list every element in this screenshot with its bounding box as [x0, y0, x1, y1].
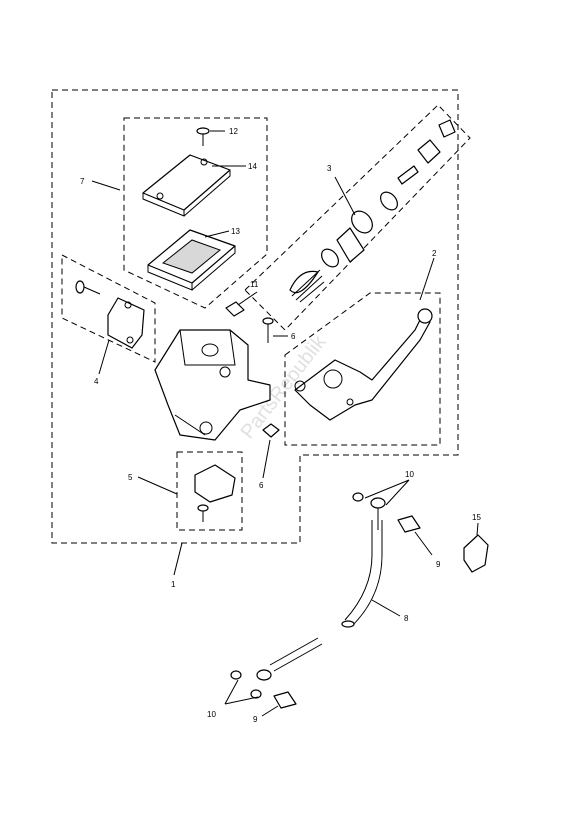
pivot-nut-icon	[262, 423, 280, 438]
master-cylinder-body-icon	[154, 329, 271, 441]
callout-13: 13	[231, 227, 240, 236]
callout-12: 12	[229, 127, 238, 136]
reservoir-cap-screw-icon	[196, 127, 210, 146]
callout-15: 15	[472, 513, 481, 522]
callout-3: 3	[327, 164, 332, 173]
reservoir-cap-icon	[142, 154, 231, 217]
callout-5: 5	[128, 473, 133, 482]
callout-14: 14	[248, 162, 257, 171]
brake-lever-icon	[294, 308, 433, 421]
banjo-bolt-lower-icon	[273, 691, 297, 709]
callout-8: 8	[404, 614, 409, 623]
callout-6a: 6	[291, 332, 296, 341]
callout-9a: 9	[436, 560, 441, 569]
clamp-kit-outline	[61, 254, 156, 363]
bleed-nipple-cap-icon	[463, 534, 489, 573]
callout-2: 2	[432, 249, 437, 258]
callout-10b: 10	[207, 710, 216, 719]
callout-7: 7	[80, 177, 85, 186]
leader-lines	[91, 130, 479, 717]
piston-kit-outline	[244, 104, 471, 331]
lever-kit-outline	[284, 292, 441, 446]
assembly-outline	[51, 89, 459, 544]
callout-6b: 6	[259, 481, 264, 490]
pivot-bolt-icon	[262, 317, 274, 343]
callout-4: 4	[94, 377, 99, 386]
callout-1: 1	[171, 580, 176, 589]
callout-10a: 10	[405, 470, 414, 479]
cap-kit-outline	[123, 117, 268, 309]
piston-kit-icon	[289, 119, 456, 303]
clamp-bolt-icon	[75, 280, 101, 295]
callout-9b: 9	[253, 715, 258, 724]
banjo-bolt-upper-icon	[397, 515, 421, 533]
reservoir-diaphragm-icon	[147, 229, 236, 291]
handlebar-clamp-icon	[107, 297, 145, 349]
brake-hose-icon	[230, 492, 386, 699]
brake-switch-icon	[194, 464, 236, 522]
bleed-cap-icon	[225, 301, 245, 317]
callout-11: 11	[250, 280, 259, 289]
switch-kit-outline	[176, 451, 243, 531]
